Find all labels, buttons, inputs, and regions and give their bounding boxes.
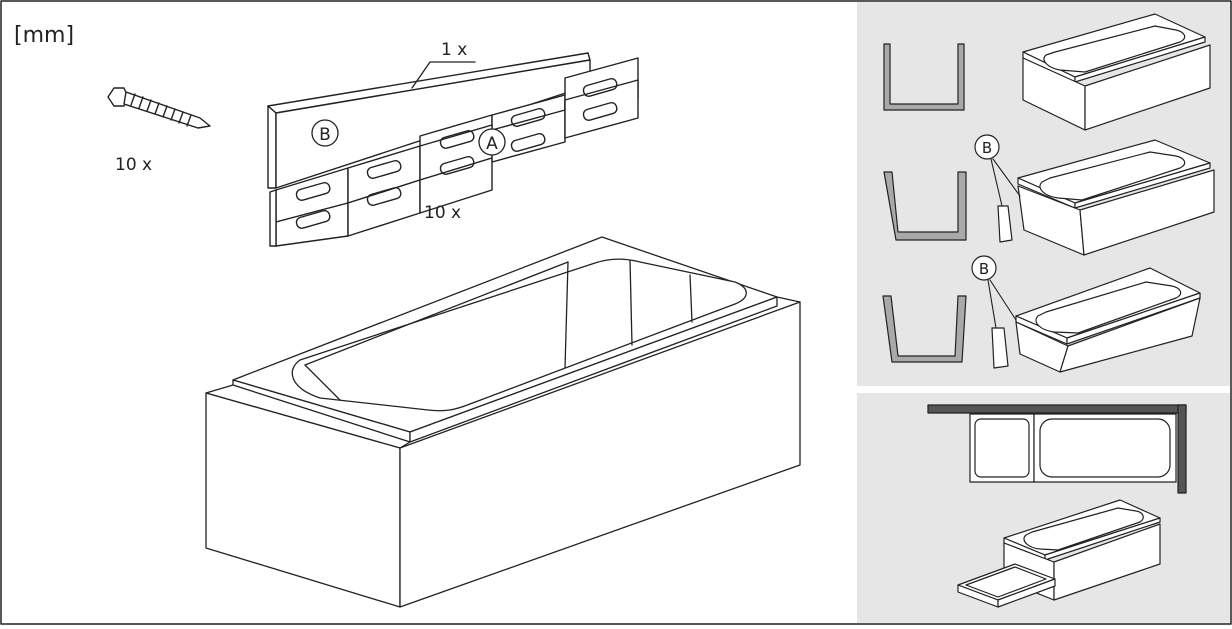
callout-b-label-3: B (979, 260, 989, 278)
unit-label: [mm] (14, 23, 74, 48)
corner-plan-view (927, 404, 1187, 494)
profile-sloped (883, 171, 967, 241)
bathtub-variant-straight (1022, 13, 1211, 131)
leader-b-3 (987, 279, 1017, 329)
callout-b-label-2: B (982, 139, 992, 157)
mounting-blocks-a (269, 57, 639, 247)
corner-3d-view (957, 499, 1161, 608)
callout-b-label: B (319, 125, 331, 145)
screw-quantity: 10 x (115, 155, 152, 175)
bathtub-variant-tapered (991, 267, 1201, 373)
main-bathtub (205, 236, 801, 608)
callout-b-circle-3 (971, 255, 997, 281)
screw-icon (107, 87, 211, 129)
panel-a-quantity: 10 x (424, 203, 461, 223)
profile-tapered (882, 295, 967, 363)
panel-b-quantity: 1 x (441, 40, 467, 60)
callout-a-label: A (486, 134, 498, 154)
leader-1x (411, 61, 476, 89)
callout-a-circle (478, 128, 506, 156)
leader-b-2 (990, 158, 1021, 207)
callout-b-circle-2 (974, 134, 1000, 160)
callout-b-circle (311, 119, 339, 147)
wedge-panel-b (267, 52, 591, 189)
profile-straight (883, 43, 965, 111)
bathtub-variant-sloped (997, 139, 1215, 256)
